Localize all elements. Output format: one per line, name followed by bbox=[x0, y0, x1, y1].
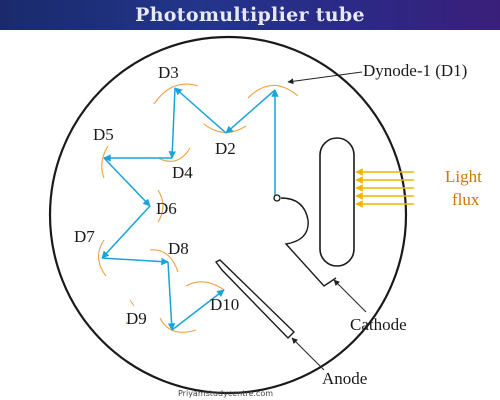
label-light: Light bbox=[445, 167, 482, 186]
dynode-7-arc bbox=[97, 239, 107, 277]
dynode-10-arc bbox=[185, 281, 225, 291]
electron-segment bbox=[101, 257, 169, 266]
dynode-3-arc bbox=[153, 83, 199, 105]
electron-path bbox=[101, 87, 279, 331]
emission-point bbox=[273, 194, 281, 202]
label-flux: flux bbox=[452, 190, 480, 209]
electron-segment bbox=[168, 87, 177, 159]
label-d8: D8 bbox=[168, 239, 189, 258]
label-d5: D5 bbox=[93, 125, 114, 144]
dynode-1-arc bbox=[247, 84, 299, 99]
label-d2: D2 bbox=[215, 139, 236, 158]
dynode-5-arc bbox=[101, 145, 109, 179]
flare-ticks bbox=[125, 299, 135, 325]
anode-plate bbox=[214, 259, 295, 339]
title-bar: Photomultiplier tube bbox=[0, 0, 500, 30]
page-title: Photomultiplier tube bbox=[135, 4, 365, 26]
label-cathode: Cathode bbox=[350, 315, 407, 334]
dynode-8-arc bbox=[149, 249, 179, 273]
photocathode bbox=[319, 137, 355, 267]
label-d7: D7 bbox=[74, 227, 95, 246]
label-d4: D4 bbox=[172, 163, 193, 182]
electron-segment bbox=[225, 89, 276, 134]
cathode-leader bbox=[333, 279, 367, 313]
light-flux-arrows bbox=[355, 168, 414, 208]
electron-segment bbox=[103, 157, 151, 207]
dynode-4-arc bbox=[157, 147, 191, 162]
dynode-6-arc bbox=[157, 189, 164, 223]
dynode-arcs bbox=[97, 83, 299, 333]
label-dynode-1: Dynode-1 (D1) bbox=[363, 61, 467, 80]
label-anode: Anode bbox=[322, 369, 367, 388]
focusing-electrode bbox=[280, 197, 337, 287]
label-d10: D10 bbox=[210, 295, 239, 314]
electron-segment bbox=[174, 87, 227, 134]
electron-segment bbox=[101, 205, 151, 259]
credit-text: Priyamstudycentre.com bbox=[178, 389, 273, 398]
label-d6: D6 bbox=[156, 199, 177, 218]
dynode-1-leader bbox=[287, 71, 363, 85]
tube-envelope bbox=[48, 35, 408, 395]
flare-tick bbox=[125, 321, 132, 325]
flare-tick bbox=[129, 299, 135, 307]
dynode-9-arc bbox=[159, 317, 197, 333]
electron-segment bbox=[171, 289, 225, 331]
leader-lines bbox=[287, 71, 367, 371]
label-d9: D9 bbox=[126, 309, 147, 328]
anode-leader bbox=[291, 337, 325, 371]
label-d3: D3 bbox=[158, 63, 179, 82]
electron-segment bbox=[167, 261, 176, 331]
